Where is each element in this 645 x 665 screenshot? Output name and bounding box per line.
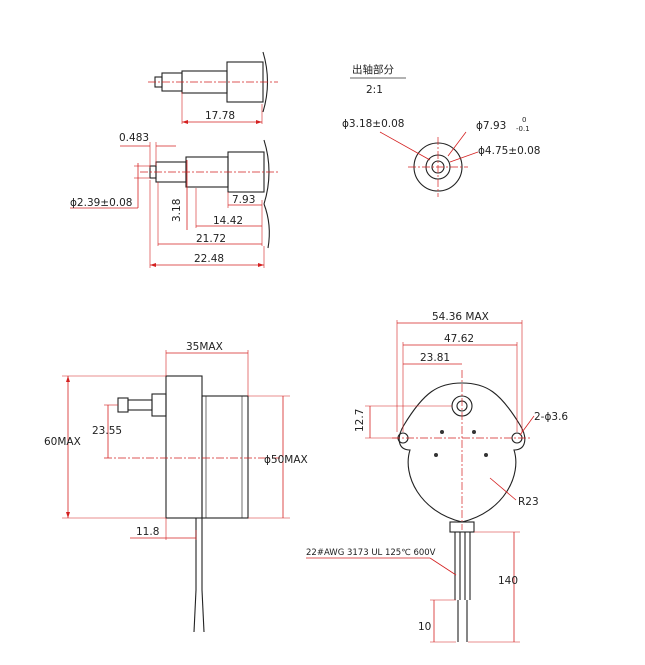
dim-47-62: 47.62 bbox=[444, 333, 474, 345]
dim-dia-50max: ϕ50MAX bbox=[264, 454, 308, 466]
dim-dia-7-93-tol-lower: -0.1 bbox=[516, 125, 530, 133]
dim-7-93: 7.93 bbox=[232, 194, 255, 206]
dim-23-55: 23.55 bbox=[92, 425, 122, 437]
dim-14-42: 14.42 bbox=[213, 215, 243, 227]
dim-54-36max: 54.36 MAX bbox=[432, 311, 489, 323]
motor-front-view: 54.36 MAX 47.62 23.81 12.7 2-ϕ3.6 R23 22… bbox=[306, 311, 568, 643]
detail-title: 出轴部分 bbox=[352, 63, 394, 76]
shaft-top-view: 17.78 bbox=[148, 51, 278, 124]
shaft-detail-view: 出轴部分 2:1 ϕ3.18±0.08 ϕ7.93 0 -0.1 ϕ4.75±0… bbox=[342, 63, 540, 197]
wire-label: 22#AWG 3173 UL 125℃ 600V bbox=[306, 548, 436, 558]
dim-2-dia-3-6: 2-ϕ3.6 bbox=[534, 411, 568, 423]
dim-12-7: 12.7 bbox=[354, 409, 366, 432]
dim-r23: R23 bbox=[518, 496, 539, 508]
dim-22-48: 22.48 bbox=[194, 253, 224, 265]
dim-3-18: 3.18 bbox=[171, 199, 183, 222]
dim-35max: 35MAX bbox=[186, 341, 223, 353]
motor-side-view: 35MAX 60MAX 23.55 ϕ50MAX 11.8 bbox=[44, 341, 308, 633]
dim-17-78: 17.78 bbox=[205, 110, 235, 122]
dim-dia-4-75: ϕ4.75±0.08 bbox=[478, 145, 540, 157]
dim-dia-7-93: ϕ7.93 bbox=[476, 120, 506, 132]
dim-0-483: 0.483 bbox=[119, 132, 149, 144]
dim-11-8: 11.8 bbox=[136, 526, 159, 538]
dim-60max: 60MAX bbox=[44, 436, 81, 448]
detail-scale: 2:1 bbox=[366, 84, 383, 96]
dim-23-81: 23.81 bbox=[420, 352, 450, 364]
dim-140: 140 bbox=[498, 575, 518, 587]
dim-10: 10 bbox=[418, 621, 431, 633]
dim-dia-3-18: ϕ3.18±0.08 bbox=[342, 118, 404, 130]
dim-dia-2-39: ϕ2.39±0.08 bbox=[70, 197, 132, 209]
dim-21-72: 21.72 bbox=[196, 233, 226, 245]
dim-dia-7-93-tol-upper: 0 bbox=[522, 116, 526, 124]
shaft-side-view: 0.483 ϕ2.39±0.08 3.18 7.93 14.42 21.72 2… bbox=[70, 132, 278, 268]
